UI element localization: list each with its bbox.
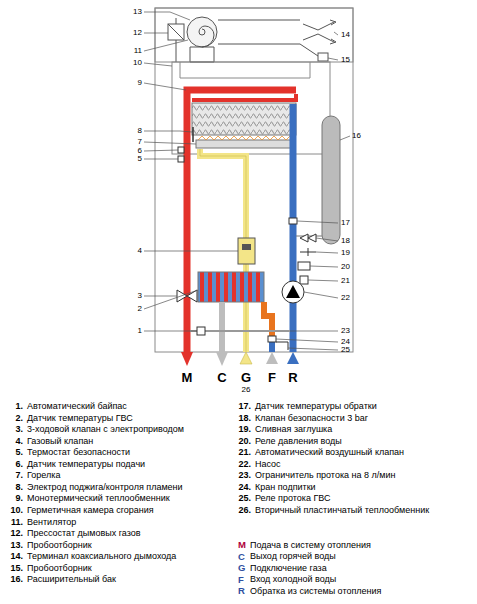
key-number: 20. (238, 437, 251, 446)
callout-number: 19 (341, 249, 350, 257)
callout-number: 9 (138, 79, 142, 87)
key-text: Расширительный бак (27, 575, 116, 584)
key-text: Вторичный пластинчатый теплообменник (255, 506, 429, 515)
key-text: Терминал коаксиального дымохода (27, 552, 176, 561)
callout-number: 10 (133, 59, 142, 67)
key-number: 12. (10, 529, 23, 538)
key-number: 6. (15, 460, 23, 469)
key-number: 10. (10, 506, 23, 515)
callout-number: 14 (341, 31, 350, 39)
key-text: Клапан безопасности 3 bar (255, 414, 368, 423)
key-text: Реле протока ГВС (255, 494, 331, 503)
callout-number: 22 (341, 294, 350, 302)
key-number: 1. (15, 402, 23, 411)
key-number: 24. (238, 483, 251, 492)
port-key-letter: F (238, 575, 244, 585)
key-number: 16. (10, 575, 23, 584)
callout-number: 12 (133, 29, 142, 37)
key-number: 9. (15, 494, 23, 503)
key-number: 8. (15, 483, 23, 492)
port-key-text: Подача в систему отопления (250, 541, 371, 550)
callout-number: 23 (341, 327, 350, 335)
port-letter: R (288, 371, 297, 384)
port-key-letter: G (238, 563, 245, 573)
callout-number: 8 (138, 127, 142, 135)
port-key-text: Подключение газа (250, 564, 327, 573)
key-number: 2. (15, 414, 23, 423)
port-letter: G (241, 371, 251, 384)
key-text: Кран подпитки (255, 483, 316, 492)
key-text: Датчик температуры обратки (255, 402, 377, 411)
key-number: 13. (10, 541, 23, 550)
key-text: Газовый клапан (27, 437, 93, 446)
port-letter: F (268, 371, 276, 384)
callout-number: 16 (352, 132, 361, 140)
key-number: 21. (238, 448, 251, 457)
key-number: 17. (238, 402, 251, 411)
port-letter: C (217, 371, 226, 384)
key-number: 4. (15, 437, 23, 446)
key-text: Прессостат дымовых газов (27, 529, 141, 538)
key-number: 14. (10, 552, 23, 561)
callout-number: 7 (138, 138, 142, 146)
key-text: Датчик температуры подачи (27, 460, 145, 469)
key-text: Автоматический байпас (27, 402, 127, 411)
key-number: 18. (238, 414, 251, 423)
callout-number: 20 (341, 263, 350, 271)
key-text: Термостат безопасности (27, 448, 130, 457)
port-key-letter: C (238, 552, 245, 562)
key-number: 7. (15, 471, 23, 480)
key-text: Насос (255, 460, 281, 469)
key-text: Сливная заглушка (255, 425, 332, 434)
callout-number: 6 (138, 147, 142, 155)
port-key-text: Выход горячей воды (250, 552, 336, 561)
callout-number: 25 (341, 346, 350, 354)
key-text: Электрод поджига/контроля пламени (27, 483, 183, 492)
key-number: 11. (11, 518, 23, 527)
port-key-text: Вход холодной воды (250, 575, 336, 584)
key-text: Герметичная камера сгорания (27, 506, 154, 515)
callout-number: 18 (341, 237, 350, 245)
callout-number: 3 (138, 292, 142, 300)
port-key-letter: M (238, 540, 246, 550)
key-text: Пробоотборник (27, 541, 92, 550)
callout-number: 4 (138, 247, 142, 255)
key-text: Пробоотборник (27, 564, 92, 573)
callout-number: 13 (133, 8, 142, 16)
callout-number: 24 (341, 338, 350, 346)
callout-number: 1 (138, 327, 142, 335)
key-text: Монотермический теплообменник (27, 494, 170, 503)
key-text: Ограничитель протока на 8 л/мин (255, 471, 395, 480)
callout-number: 15 (341, 56, 350, 64)
key-number: 15. (10, 564, 23, 573)
key-text: Датчик температуры ГВС (27, 414, 133, 423)
key-text: Реле давления воды (255, 437, 342, 446)
callout-number: 11 (134, 47, 142, 55)
callout-number: 21 (341, 277, 350, 285)
key-text: Вентилятор (27, 518, 76, 527)
port-key-letter: R (238, 586, 245, 596)
key-text: Горелка (27, 471, 60, 480)
callout-number: 26 (242, 386, 251, 394)
key-text: 3-ходовой клапан с электроприводом (27, 425, 184, 434)
callout-number: 5 (138, 155, 142, 163)
key-number: 5. (15, 448, 23, 457)
key-number: 26. (238, 506, 251, 515)
key-number: 19. (238, 425, 251, 434)
key-number: 22. (238, 460, 251, 469)
key-number: 3. (15, 425, 23, 434)
key-number: 23. (238, 471, 251, 480)
callout-number: 17 (341, 219, 350, 227)
key-text: Автоматический воздушный клапан (255, 448, 404, 457)
key-number: 25. (238, 494, 251, 503)
port-key-text: Обратка из системы отопления (250, 587, 381, 596)
port-letter: M (182, 371, 193, 384)
callout-number: 2 (138, 305, 142, 313)
